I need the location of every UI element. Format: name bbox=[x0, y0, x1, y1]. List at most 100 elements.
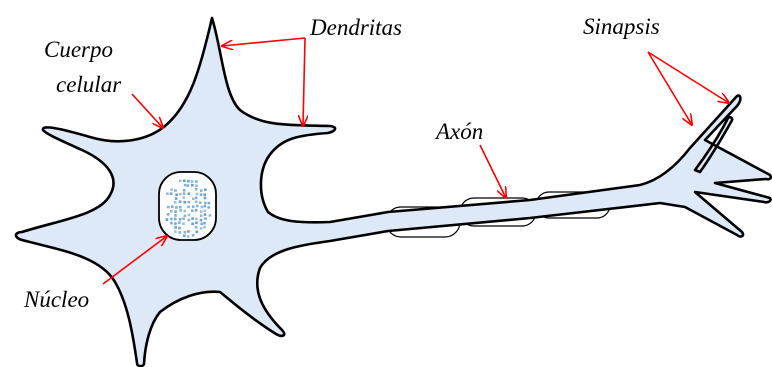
chromatin-dot bbox=[174, 214, 177, 217]
arrow-sinapsis-right bbox=[648, 52, 729, 103]
chromatin-dot bbox=[200, 193, 203, 196]
chromatin-dot bbox=[175, 194, 178, 197]
chromatin-dot bbox=[179, 200, 182, 203]
chromatin-dot bbox=[174, 222, 177, 225]
chromatin-dot bbox=[170, 192, 173, 195]
chromatin-dot bbox=[196, 193, 199, 196]
chromatin-dot bbox=[203, 193, 206, 196]
chromatin-dot bbox=[207, 206, 210, 209]
chromatin-dot bbox=[195, 221, 198, 224]
chromatin-dot bbox=[203, 226, 206, 229]
chromatin-dot bbox=[195, 197, 198, 200]
chromatin-dot bbox=[200, 215, 203, 218]
label-dendritas: Dendritas bbox=[309, 15, 402, 40]
chromatin-dot bbox=[204, 202, 207, 205]
chromatin-dot bbox=[183, 201, 186, 204]
chromatin-dot bbox=[184, 231, 187, 234]
chromatin-dot bbox=[195, 209, 198, 212]
chromatin-dot bbox=[195, 201, 198, 204]
chromatin-dot bbox=[200, 189, 203, 192]
label-cuerpo-line2: celular bbox=[56, 72, 122, 97]
chromatin-dot bbox=[187, 180, 190, 183]
arrow-axon bbox=[480, 145, 506, 198]
arrow-dendritas-right bbox=[303, 38, 305, 126]
arrow-dendritas-left bbox=[222, 38, 305, 46]
chromatin-dot bbox=[201, 206, 204, 209]
chromatin-dot bbox=[200, 219, 203, 222]
chromatin-dot bbox=[170, 222, 173, 225]
chromatin-dot bbox=[195, 185, 198, 188]
chromatin-dot bbox=[187, 184, 190, 187]
chromatin-dot bbox=[187, 230, 190, 233]
label-cuerpo-line1: Cuerpo bbox=[44, 37, 113, 62]
chromatin-dot bbox=[203, 222, 206, 225]
neuron-cell-body bbox=[16, 18, 771, 366]
chromatin-dot bbox=[179, 218, 182, 221]
chromatin-dot bbox=[178, 227, 181, 230]
chromatin-dot bbox=[191, 223, 194, 226]
chromatin-dot bbox=[166, 192, 169, 195]
chromatin-dot bbox=[171, 205, 174, 208]
chromatin-dot bbox=[167, 213, 170, 216]
chromatin-dot bbox=[174, 230, 177, 233]
label-axon: Axón bbox=[434, 119, 483, 144]
chromatin-dot bbox=[204, 197, 207, 200]
chromatin-dot bbox=[184, 184, 187, 187]
chromatin-dot bbox=[179, 206, 182, 209]
chromatin-dot bbox=[175, 197, 178, 200]
chromatin-dot bbox=[182, 222, 185, 225]
chromatin-dot bbox=[175, 206, 178, 209]
chromatin-dot bbox=[170, 218, 173, 221]
chromatin-dot bbox=[204, 205, 207, 208]
chromatin-dot bbox=[174, 226, 177, 229]
label-nucleo: Núcleo bbox=[23, 287, 89, 312]
arrow-cuerpo-celular bbox=[132, 94, 163, 128]
label-sinapsis: Sinapsis bbox=[583, 14, 660, 39]
chromatin-dot bbox=[183, 234, 186, 237]
chromatin-dot bbox=[195, 180, 198, 183]
chromatin-dot bbox=[191, 184, 194, 187]
chromatin-dot bbox=[208, 202, 211, 205]
chromatin-dot bbox=[167, 206, 170, 209]
chromatin-dot bbox=[200, 223, 203, 226]
chromatin-dot bbox=[195, 226, 198, 229]
chromatin-dot bbox=[174, 210, 177, 213]
chromatin-dot bbox=[196, 205, 199, 208]
chromatin-dot bbox=[170, 210, 173, 213]
chromatin-dot bbox=[183, 180, 186, 183]
chromatin-dot bbox=[195, 218, 198, 221]
chromatin-dot bbox=[204, 209, 207, 212]
chromatin-dot bbox=[195, 188, 198, 191]
chromatin-dot bbox=[192, 234, 195, 237]
chromatin-dot bbox=[179, 231, 182, 234]
chromatin-dot bbox=[178, 221, 181, 224]
chromatin-dot bbox=[188, 219, 191, 222]
chromatin-dot bbox=[188, 214, 191, 217]
chromatin-dot bbox=[174, 218, 177, 221]
chromatin-dot bbox=[196, 231, 199, 234]
chromatin-dot bbox=[200, 210, 203, 213]
chromatin-dot bbox=[170, 188, 173, 191]
chromatin-dot bbox=[187, 235, 190, 238]
chromatin-dot bbox=[184, 215, 187, 218]
chromatin-dot bbox=[179, 209, 182, 212]
chromatin-dot bbox=[200, 227, 203, 230]
chromatin-dot bbox=[183, 192, 186, 195]
chromatin-dot bbox=[187, 201, 190, 204]
chromatin-dot bbox=[191, 209, 194, 212]
chromatin-dot bbox=[184, 210, 187, 213]
chromatin-dot bbox=[174, 189, 177, 192]
chromatin-dot bbox=[179, 180, 182, 183]
chromatin-dot bbox=[192, 198, 195, 201]
chromatin-dot bbox=[204, 217, 207, 220]
chromatin-dot bbox=[183, 196, 186, 199]
chromatin-dot bbox=[204, 189, 207, 192]
chromatin-dot bbox=[188, 192, 191, 195]
chromatin-dot bbox=[182, 217, 185, 220]
chromatin-dot bbox=[199, 201, 202, 204]
chromatin-dot bbox=[192, 205, 195, 208]
chromatin-dot bbox=[183, 189, 186, 192]
chromatin-dot bbox=[209, 214, 212, 217]
chromatin-dot bbox=[174, 201, 177, 204]
